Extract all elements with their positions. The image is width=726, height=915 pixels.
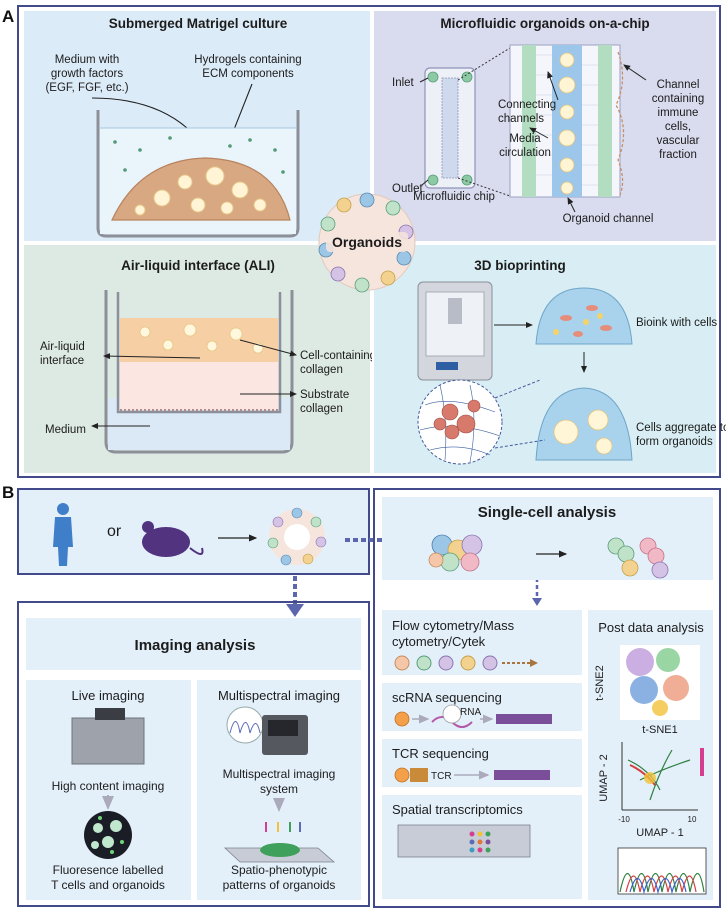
panel-a-frame xyxy=(17,5,721,478)
ali-section: Air-liquid interface (ALI) Air-liquid in… xyxy=(22,243,376,475)
substrate-label-1: Substrate xyxy=(300,389,349,401)
medium-label-3: (EGF, FGF, etc.) xyxy=(45,82,128,94)
multi-system-label-2: system xyxy=(260,782,298,796)
microfluidic-title: Microfluidic organoids on-a-chip xyxy=(440,16,649,31)
imaging-section: Imaging analysis Live imaging High conte… xyxy=(17,601,370,907)
aggregate-label-2: form organoids xyxy=(636,436,713,448)
connecting-label-2: channels xyxy=(498,113,544,125)
tcr-label: TCR xyxy=(431,771,452,782)
medium-label-1: Medium with xyxy=(55,54,120,66)
channel-label-4: cells, xyxy=(665,121,691,133)
fluor-label-1: Fluoresence labelled xyxy=(53,863,164,877)
medium-label-2: growth factors xyxy=(51,68,123,80)
ali-interface-label-1: Air-liquid xyxy=(40,341,85,353)
hydrogel-label-2: ECM components xyxy=(202,68,294,80)
single-cell-title: Single-cell analysis xyxy=(478,504,616,521)
inlet-label: Inlet xyxy=(392,77,415,89)
organoids-label: Organoids xyxy=(332,234,402,250)
high-content-label: High content imaging xyxy=(52,779,165,793)
panel-b-letter: B xyxy=(2,483,14,502)
submerged-matrigel-section: Submerged Matrigel culture Medium with g… xyxy=(22,9,372,243)
organoids-center: Organoids xyxy=(318,192,416,293)
substrate-label-2: collagen xyxy=(300,403,343,415)
spatio-label-2: patterns of organoids xyxy=(223,878,336,892)
tsne2-label: t-SNE2 xyxy=(594,665,606,700)
single-cell-section: Single-cell analysis Flow cytometry/Mass… xyxy=(373,488,721,908)
channel-label-1: Channel xyxy=(657,79,700,91)
fluor-label-2: T cells and organoids xyxy=(51,878,165,892)
tcr-seq-label: TCR sequencing xyxy=(392,746,489,761)
organoid-channel-label: Organoid channel xyxy=(563,213,654,225)
connecting-label-1: Connecting xyxy=(498,99,556,111)
post-label: Post data analysis xyxy=(598,620,704,635)
hydrogel-label-1: Hydrogels containing xyxy=(194,54,301,66)
panel-a-letter: A xyxy=(2,7,14,26)
bioink-label: Bioink with cells xyxy=(636,317,717,329)
multi-system-label-1: Multispectral imaging xyxy=(223,767,336,781)
ali-interface-label-2: interface xyxy=(40,355,84,367)
live-imaging-label: Live imaging xyxy=(72,688,145,703)
umap1-label: UMAP - 1 xyxy=(636,827,683,839)
umap-tick-pos: 10 xyxy=(688,815,697,824)
chip-label: Microfluidic chip xyxy=(413,191,495,203)
media-label-2: circulation xyxy=(499,147,551,159)
channel-label-2: containing xyxy=(652,93,704,105)
imaging-title: Imaging analysis xyxy=(135,637,256,654)
submerged-title: Submerged Matrigel culture xyxy=(109,16,288,31)
multispectral-label: Multispectral imaging xyxy=(218,688,340,703)
umap2-label: UMAP - 2 xyxy=(598,754,610,801)
bioprinting-section: 3D bioprinting Bioink with cells Cells a… xyxy=(372,243,726,475)
ali-title: Air-liquid interface (ALI) xyxy=(121,258,275,273)
spatial-label: Spatial transcriptomics xyxy=(392,802,523,817)
source-box: or xyxy=(17,488,370,575)
channel-label-3: immune xyxy=(658,107,699,119)
scrna-label: scRNA sequencing xyxy=(392,690,502,705)
flow-label-1: Flow cytometry/Mass xyxy=(392,618,515,633)
umap-tick-neg: -10 xyxy=(618,815,630,824)
channel-label-5: vascular xyxy=(657,135,700,147)
flow-label-2: cytometry/Cytek xyxy=(392,634,486,649)
cell-collagen-label-2: collagen xyxy=(300,364,343,376)
bioprinting-title: 3D bioprinting xyxy=(474,258,566,273)
ali-medium-label: Medium xyxy=(45,424,86,436)
outlet-label: Outlet xyxy=(392,183,423,195)
channel-label-6: fraction xyxy=(659,149,697,161)
rna-label: RNA xyxy=(460,707,481,718)
microfluidic-section: Microfluidic organoids on-a-chip Inlet O… xyxy=(372,9,718,243)
tsne1-label: t-SNE1 xyxy=(642,724,677,736)
aggregate-label-1: Cells aggregate to xyxy=(636,422,726,434)
media-label-1: Media xyxy=(509,133,541,145)
cell-collagen-label-1: Cell-containing xyxy=(300,350,376,362)
spatio-label-1: Spatio-phenotypic xyxy=(231,863,327,877)
or-label: or xyxy=(107,523,122,540)
